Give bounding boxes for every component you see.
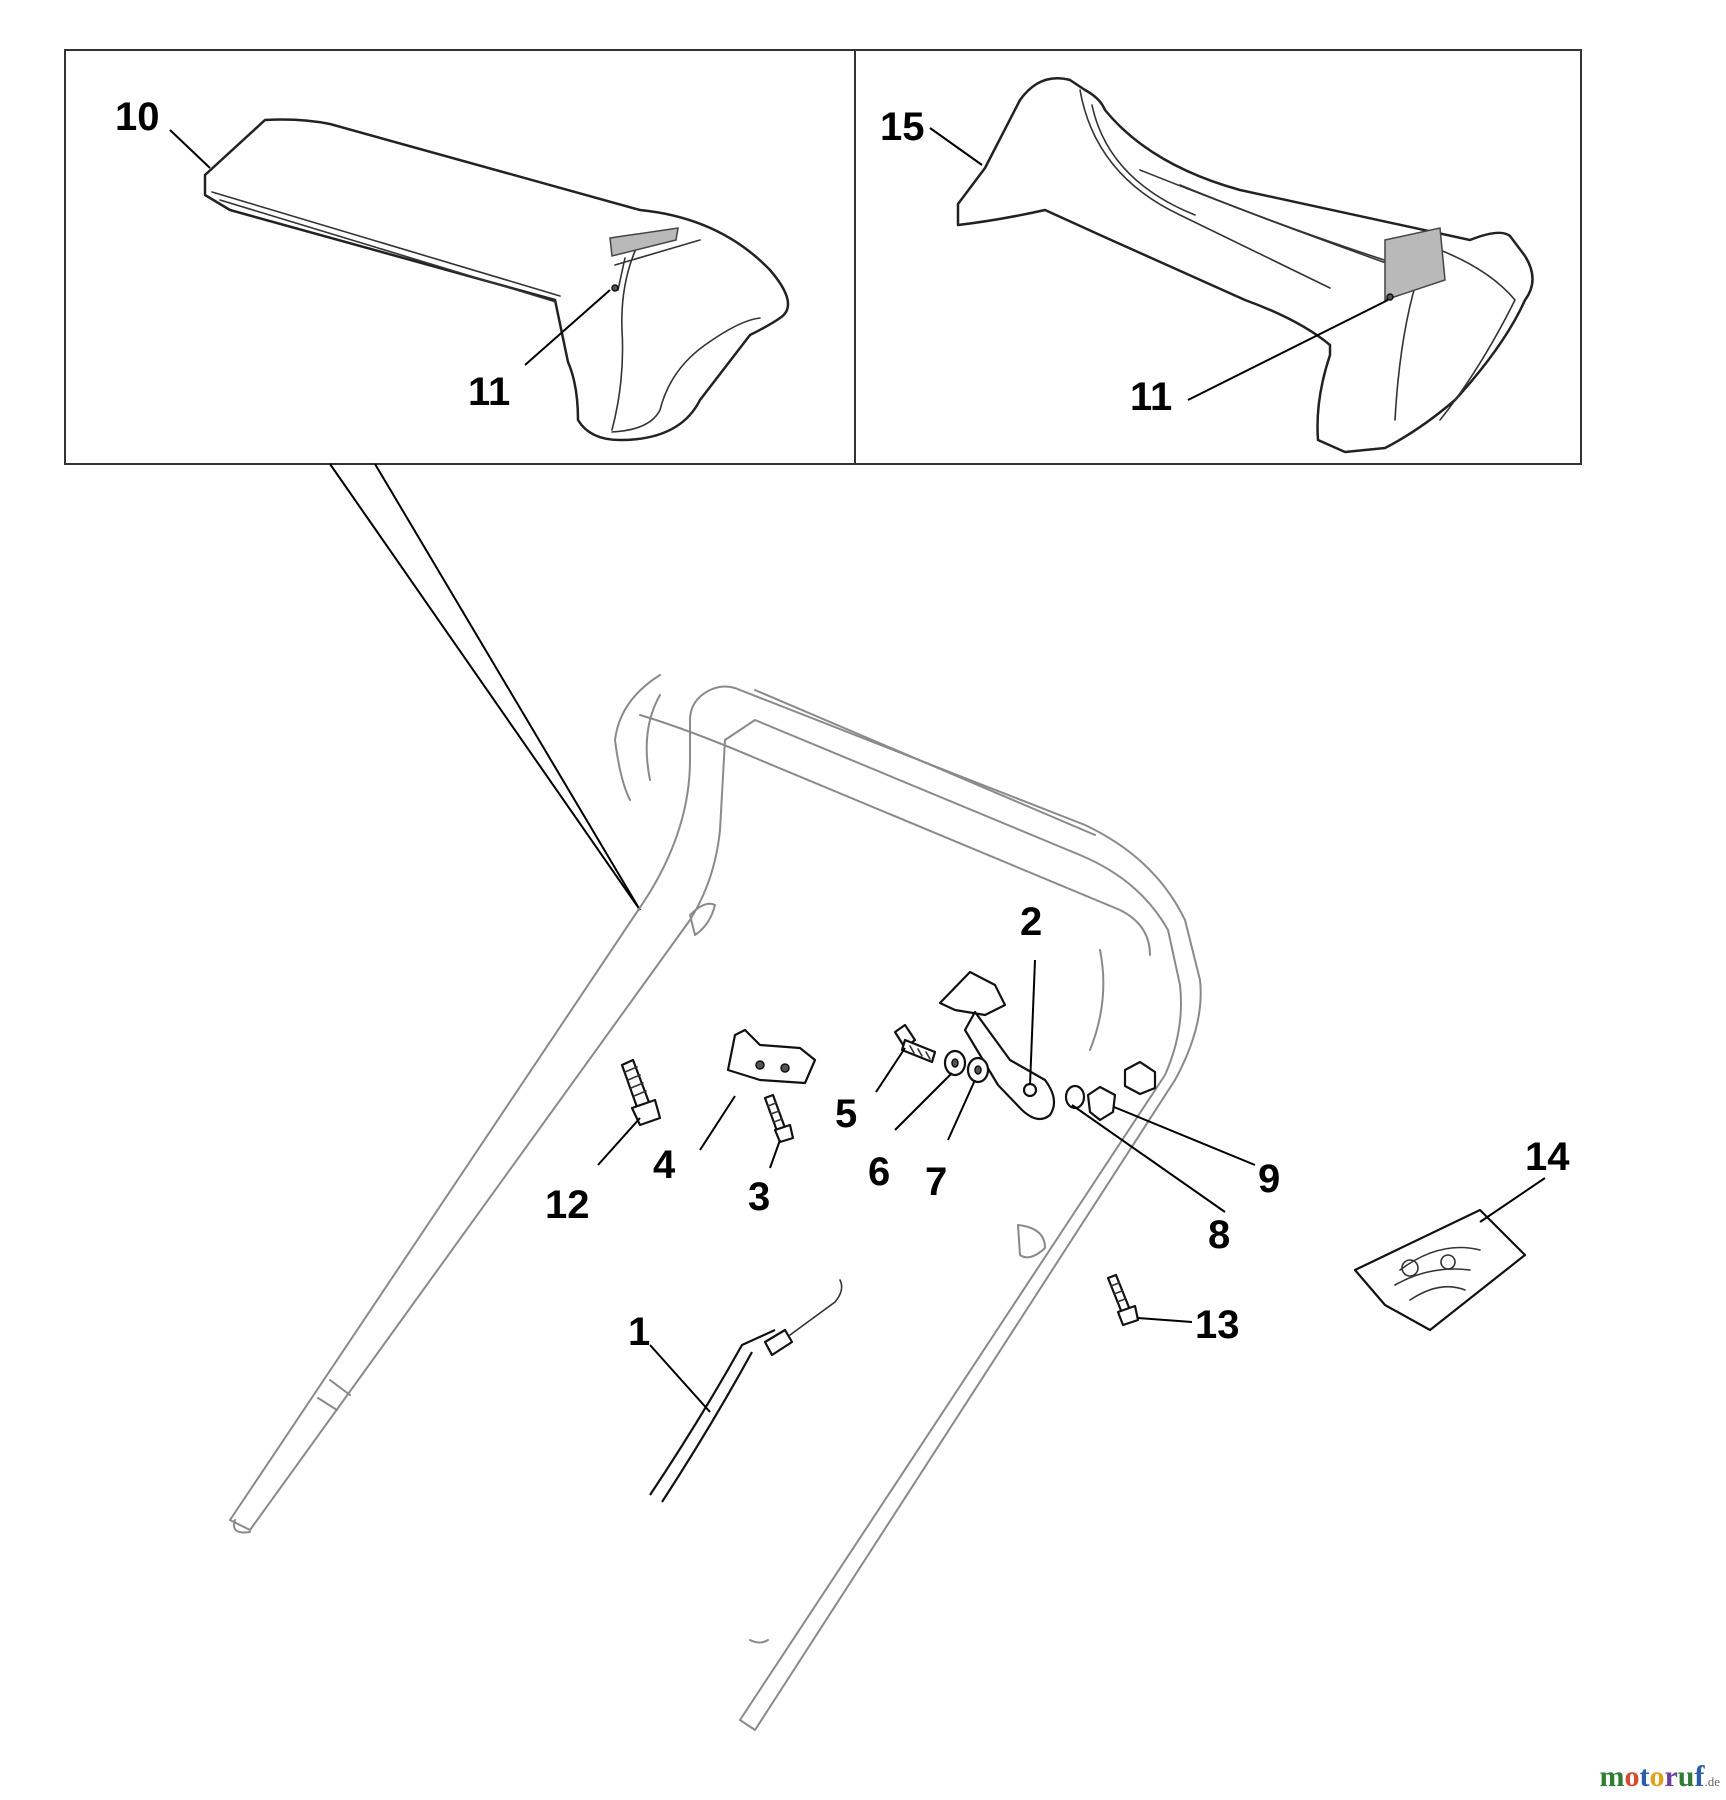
callout-12: 12 xyxy=(545,1183,590,1227)
leader-lines xyxy=(169,127,1546,1413)
watermark-brand: motoruf xyxy=(1599,1760,1705,1793)
handle-cover-part-10 xyxy=(203,118,790,442)
callout-11-right: 11 xyxy=(1130,375,1172,419)
nut-part-9 xyxy=(1086,1085,1117,1122)
callout-6: 6 xyxy=(868,1150,890,1194)
watermark-suffix: .de xyxy=(1704,1774,1720,1789)
bushing xyxy=(1123,1060,1157,1096)
washer-part-8 xyxy=(1064,1084,1086,1110)
bracket-part-4 xyxy=(726,1028,817,1085)
handle-frame xyxy=(229,674,1202,1731)
callout-15: 15 xyxy=(880,105,925,149)
hardware-bag-part-14 xyxy=(1353,1208,1527,1332)
inset-frame xyxy=(64,49,1582,465)
callout-14: 14 xyxy=(1525,1135,1570,1179)
throttle-lever-part-2 xyxy=(938,970,1056,1121)
screw-part-3 xyxy=(763,1093,795,1144)
callout-7: 7 xyxy=(925,1160,947,1204)
callout-labels: 10 11 15 11 2 5 6 7 9 8 4 3 12 13 14 1 xyxy=(115,95,1570,1354)
callout-10: 10 xyxy=(115,95,160,139)
inset-pointer-lines xyxy=(329,463,641,911)
watermark-logo: motoruf.de xyxy=(1599,1760,1720,1794)
screw-part-13 xyxy=(1106,1273,1140,1327)
callout-11-left: 11 xyxy=(468,370,510,414)
bolt-part-5 xyxy=(893,1023,937,1064)
callout-13: 13 xyxy=(1195,1303,1240,1347)
washer-part-7-hole xyxy=(974,1065,982,1075)
callout-8: 8 xyxy=(1208,1213,1230,1257)
bowden-cable-part-1 xyxy=(649,1279,843,1503)
handle-cover-part-15 xyxy=(956,77,1534,454)
callout-3: 3 xyxy=(748,1175,770,1219)
callout-2: 2 xyxy=(1020,900,1042,944)
callout-5: 5 xyxy=(835,1092,857,1136)
screw-part-12 xyxy=(620,1058,662,1127)
washer-part-6-hole xyxy=(951,1058,959,1068)
callout-1: 1 xyxy=(628,1310,650,1354)
callout-4: 4 xyxy=(653,1143,676,1187)
callout-9: 9 xyxy=(1258,1157,1280,1201)
